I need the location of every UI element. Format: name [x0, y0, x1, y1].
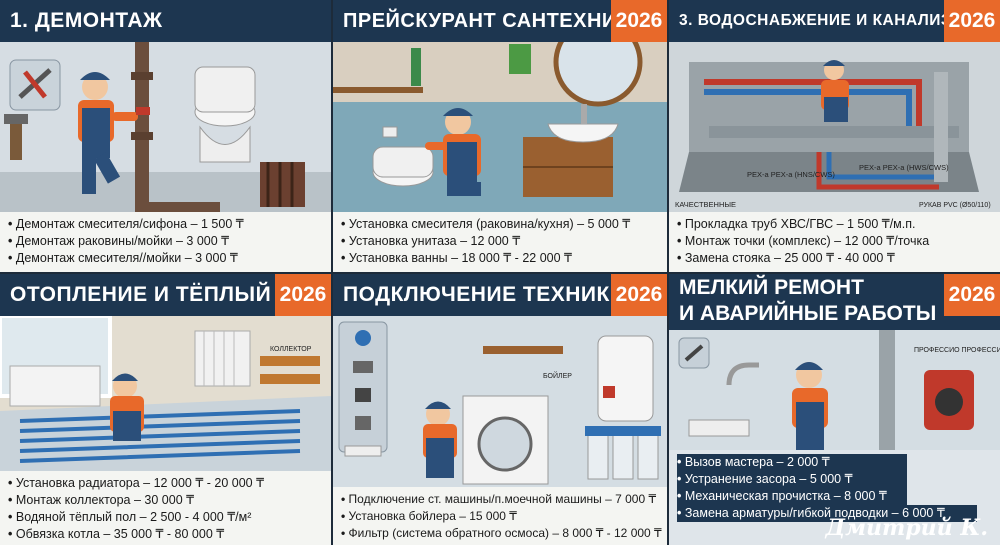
panel-title: ОТОПЛЕНИЕ И ТЁПЛЫЙ ПОЛ — [10, 283, 325, 306]
water-supply-illustration: PEX-a PEX-a (HNS/CWS) PEX-a PEX-a (HWS/C… — [669, 42, 1000, 212]
price-item: Фильтр (система обратного осмоса) – 8 00… — [341, 525, 662, 542]
panel-title: ПОДКЛЮЧЕНИЕ ТЕХНИКИ — [343, 283, 626, 306]
panel-repairs: МЕЛКИЙ РЕМОНТ И АВАРИЙНЫЕ РАБОТЫ 2026 ПР… — [669, 274, 1000, 545]
price-list: Демонтаж смесителя/сифона – 1 500 ₸ Демо… — [0, 212, 331, 272]
panel-installation: ПРЕЙСКУРАНТ САНТЕХНИЧЕСКИХ РАБОТ 2026 У — [333, 0, 667, 272]
price-list: Вызов мастера – 2 000 ₸ Устранение засор… — [669, 450, 1000, 545]
panel-title: 3. ВОДОСНАБЖЕНИЕ И КАНАЛИЗАЦИЯ — [679, 12, 998, 29]
year-badge: 2026 — [611, 274, 667, 316]
year-badge: 2026 — [944, 274, 1000, 316]
price-item: Установка смесителя (раковина/кухня) – 5… — [341, 216, 659, 233]
pipe-label: РУКАВ PVC (Ø50/110) — [919, 202, 991, 209]
pipe-label: КАЧЕСТВЕННЫЕ — [675, 200, 736, 209]
panel-title: 1. ДЕМОНТАЖ — [10, 9, 163, 32]
collector-label: КОЛЛЕКТОР — [270, 346, 312, 353]
price-item: Монтаж коллектора – 30 000 ₸ — [8, 492, 323, 509]
price-item: Установка ванны – 18 000 ₸ - 22 000 ₸ — [341, 250, 659, 267]
price-item: Установка бойлера – 15 000 ₸ — [341, 508, 659, 525]
price-list: Прокладка труб ХВС/ГВС – 1 500 ₸/м.п. Мо… — [669, 212, 1000, 272]
price-item: Замена стояка – 25 000 ₸ - 40 000 ₸ — [677, 250, 992, 267]
boiler-label: БОЙЛЕР — [543, 371, 572, 380]
price-item: Устранение засора – 5 000 ₸ — [677, 471, 907, 488]
price-item: Демонтаж раковины/мойки – 3 000 ₸ — [8, 233, 323, 250]
panel-title-line1: МЕЛКИЙ РЕМОНТ — [679, 276, 864, 299]
price-list: Установка радиатора – 12 000 ₸ - 20 000 … — [0, 471, 331, 545]
panel-appliances: ПОДКЛЮЧЕНИЕ ТЕХНИКИ 2026 БОЙЛЕР — [333, 274, 667, 545]
signature: Дмитрий К. — [825, 515, 988, 541]
price-item: Прокладка труб ХВС/ГВС – 1 500 ₸/м.п. — [677, 216, 992, 233]
year-badge: 2026 — [275, 274, 331, 316]
repairs-illustration: ПРОФЕССИО ПРОФЕССИЛЬНЫЙ ЛОДАШ — [669, 330, 1000, 450]
price-item: Демонтаж смесителя/сифона – 1 500 ₸ — [8, 216, 323, 233]
price-list: Подключение ст. машины/п.моечной машины … — [333, 487, 667, 545]
installation-illustration — [333, 42, 667, 212]
panel-water-supply: 3. ВОДОСНАБЖЕНИЕ И КАНАЛИЗАЦИЯ 2026 PEX-… — [669, 0, 1000, 272]
pipe-label: PEX-a PEX-a (HNS/CWS) — [747, 170, 835, 179]
price-item: Установка радиатора – 12 000 ₸ - 20 000 … — [8, 475, 323, 492]
panel-title-line2: И АВАРИЙНЫЕ РАБОТЫ — [679, 302, 937, 325]
price-item: Вызов мастера – 2 000 ₸ — [677, 454, 907, 471]
panel-header: 1. ДЕМОНТАЖ — [0, 0, 331, 42]
panel-demolition: 1. ДЕМОНТАЖ — [0, 0, 331, 272]
tool-label: ПРОФЕССИО ПРОФЕССИЛЬНЫЙ ЛОДАШ — [914, 345, 1000, 354]
demolition-illustration — [0, 42, 331, 212]
year-badge: 2026 — [611, 0, 667, 42]
price-item: Установка унитаза – 12 000 ₸ — [341, 233, 659, 250]
pipe-label: PEX-a PEX-a (HWS/CWS) — [859, 163, 949, 172]
price-item: Замена арматуры/гибкой подводки – 6 000 … — [677, 505, 977, 522]
price-item: Монтаж точки (комплекс) – 12 000 ₸/точка — [677, 233, 992, 250]
price-item: Водяной тёплый пол – 2 500 - 4 000 ₸/м² — [8, 509, 323, 526]
panel-heating: ОТОПЛЕНИЕ И ТЁПЛЫЙ ПОЛ 2026 КОЛЛЕКТОР Ус… — [0, 274, 331, 545]
price-item: Механическая прочистка – 8 000 ₸ — [677, 488, 907, 505]
price-item: Обвязка котла – 35 000 ₸ - 80 000 ₸ — [8, 526, 323, 543]
year-badge: 2026 — [944, 0, 1000, 42]
appliances-illustration: БОЙЛЕР — [333, 316, 667, 487]
price-list: Установка смесителя (раковина/кухня) – 5… — [333, 212, 667, 272]
price-item: Подключение ст. машины/п.моечной машины … — [341, 491, 659, 508]
heating-illustration: КОЛЛЕКТОР — [0, 316, 331, 471]
price-item: Демонтаж смесителя//мойки – 3 000 ₸ — [8, 250, 323, 267]
main-title: ПРЕЙСКУРАНТ САНТЕХНИЧЕСКИХ РАБОТ — [343, 9, 667, 32]
